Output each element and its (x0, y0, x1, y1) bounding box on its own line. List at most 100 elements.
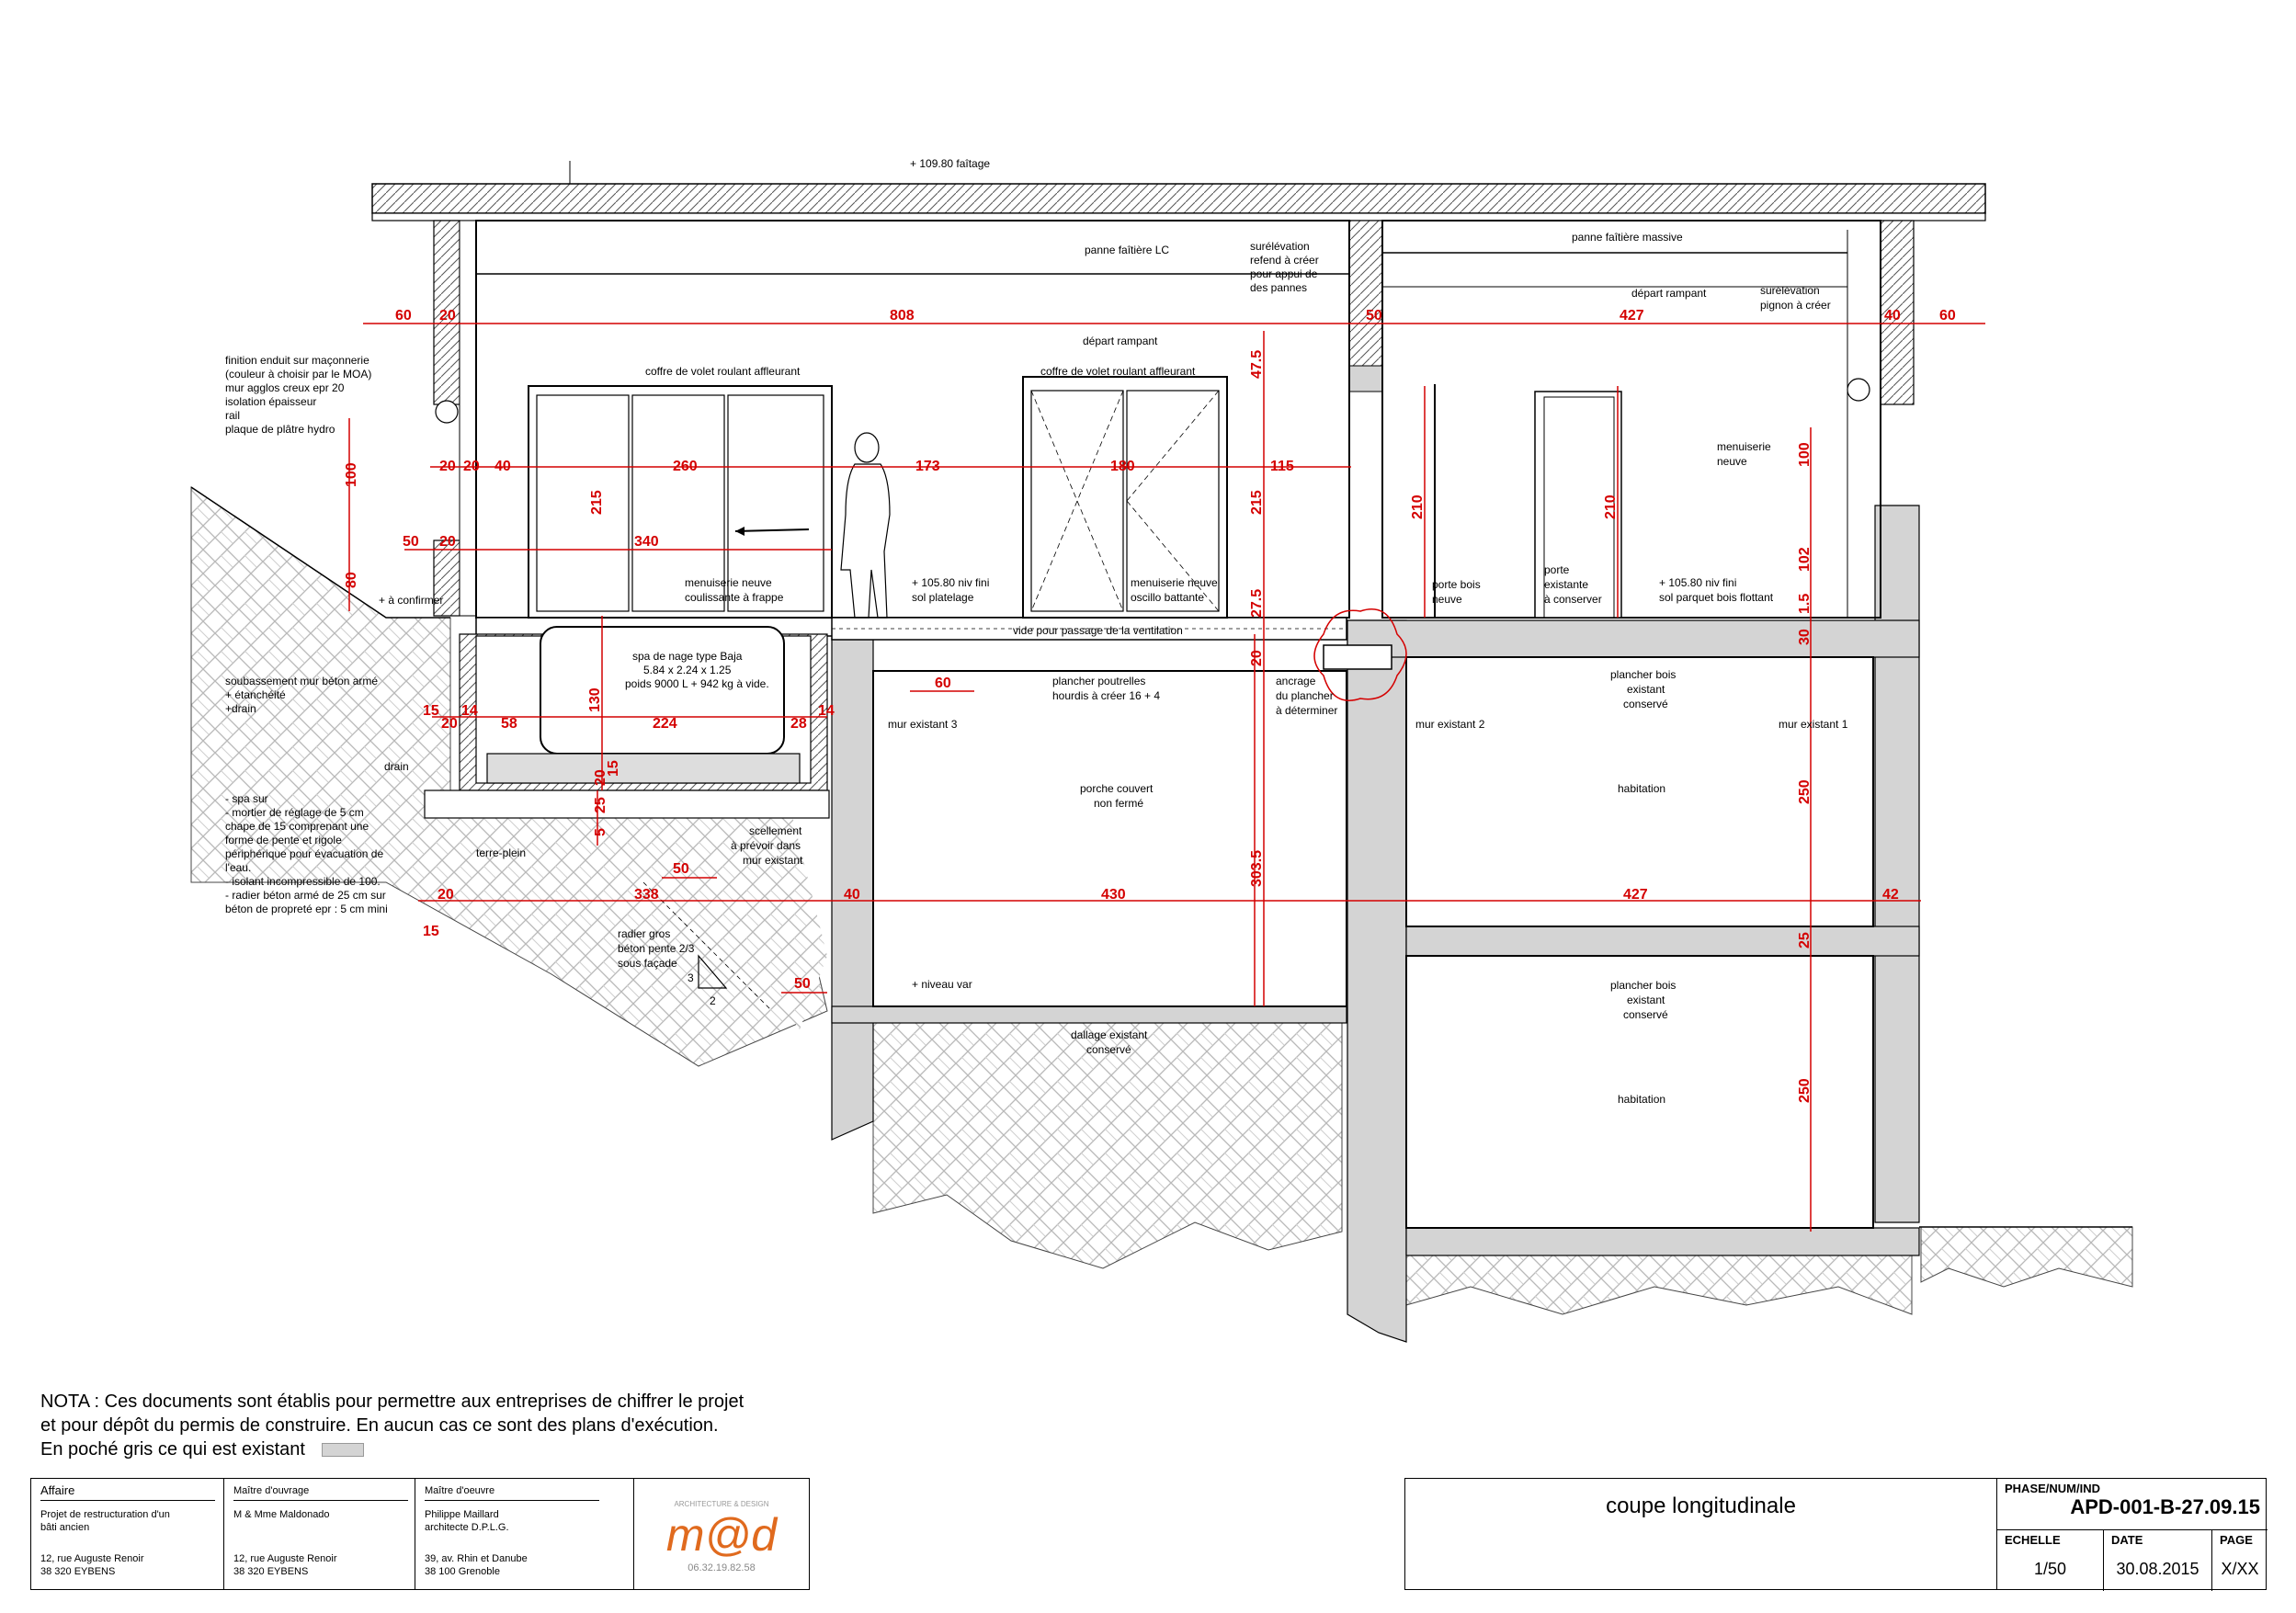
elev-confirmer: + à confirmer (379, 594, 443, 607)
dim-20-bottom: 20 (438, 887, 454, 903)
tb-oeuvre-1: Philippe Maillard (425, 1509, 499, 1520)
dim-15-v: 15 (606, 760, 621, 777)
door-existing (1534, 391, 1622, 619)
dim-210-b: 210 (1603, 494, 1619, 519)
tb-affaire-1: Projet de restructuration d'un (40, 1509, 170, 1520)
dim-215-window: 215 (589, 490, 605, 515)
dim-25-floor: 25 (1797, 932, 1813, 948)
elev-niveau-var: + niveau var (912, 978, 972, 991)
sliding-window (528, 385, 833, 619)
label-spa-sur-3: chape de 15 comprenant une (225, 820, 369, 833)
ground-under-spa (588, 809, 827, 1029)
label-plancher-bois-1c: conservé (1623, 698, 1668, 710)
label-menuiserie-coul-2: coulissante à frappe (685, 591, 784, 604)
existing-floor-3 (1405, 1227, 1920, 1256)
label-ratio-2: 2 (710, 994, 716, 1007)
tb-ouvrage-heading: Maître d'ouvrage (233, 1484, 408, 1501)
dim-20-b: 20 (463, 459, 480, 474)
label-finition-6: plaque de plâtre hydro (225, 423, 335, 436)
label-radier-1: radier gros (618, 927, 670, 940)
dim-50-foot: 50 (794, 976, 811, 992)
tb-ouvrage-1: M & Mme Maldonado (233, 1509, 330, 1520)
tb-date-value: 30.08.2015 (2116, 1560, 2199, 1578)
dim-20-top: 20 (439, 308, 456, 324)
upper-room-right (1381, 220, 1881, 619)
label-drain: drain (384, 760, 409, 773)
tb-phase-heading: PHASE/NUM/IND (2005, 1482, 2101, 1495)
label-coffre-right: coffre de volet roulant affleurant (1040, 365, 1196, 378)
dim-15-bottom: 15 (423, 924, 439, 939)
label-finition-5: rail (225, 409, 240, 422)
nota-line-1: NOTA : Ces documents sont établis pour p… (40, 1391, 744, 1412)
tb-oeuvre-heading: Maître d'oeuvre (425, 1484, 599, 1501)
tb-phase-value: APD-001-B-27.09.15 (2070, 1495, 2260, 1518)
elev-niv-fini-left: + 105.80 niv fini (912, 576, 989, 589)
label-panne-lc: panne faîtière LC (1085, 244, 1169, 256)
titleblock-left: Affaire Projet de restructuration d'un b… (30, 1478, 810, 1590)
label-panne-massive: panne faîtière massive (1572, 231, 1683, 244)
wall-left-lower (433, 540, 460, 617)
label-scellement-3: mur existant (743, 854, 803, 867)
dim-340: 340 (634, 534, 659, 550)
label-scellement-1: scellement (749, 824, 802, 837)
label-spa-sur-9: béton de propreté epr : 5 cm mini (225, 903, 388, 915)
label-surelevation-1: surélévation (1250, 240, 1310, 253)
label-ancrage-1: ancrage (1276, 675, 1316, 687)
dim-260: 260 (673, 459, 698, 474)
label-finition-2: (couleur à choisir par le MOA) (225, 368, 371, 381)
tb-echelle-heading: ECHELLE (2005, 1533, 2061, 1547)
habitation-room-2 (1405, 955, 1874, 1229)
dim-210-a: 210 (1410, 494, 1426, 519)
mad-logo-icon: ARCHITECTURE & DESIGN m@d 06.32.19.82.58 (666, 1500, 779, 1573)
dim-50-top: 50 (1366, 308, 1382, 324)
label-porte-bois-1: porte bois (1432, 578, 1481, 591)
tb-ouvrage-3: 12, rue Auguste Renoir (233, 1553, 337, 1564)
label-porte-exist-1: porte (1544, 563, 1570, 576)
dim-427-bottom: 427 (1623, 887, 1648, 903)
wall-right-upper (1880, 220, 1915, 405)
label-spa-sur-2: - mortier de réglage de 5 cm (225, 806, 364, 819)
dim-100-left: 100 (344, 462, 359, 487)
dim-40-top: 40 (1884, 308, 1901, 324)
dim-250-a: 250 (1797, 779, 1813, 804)
tb-phase: PHASE/NUM/IND APD-001-B-27.09.15 (1997, 1479, 2268, 1530)
roof-slab (371, 183, 1986, 214)
existing-floor-2 (1405, 926, 1920, 957)
label-spa-1: spa de nage type Baja (632, 650, 743, 663)
label-plancher-bois-2c: conservé (1623, 1008, 1668, 1021)
label-porte-exist-2: existante (1544, 578, 1588, 591)
tb-page: PAGE X/XX (2212, 1530, 2268, 1591)
tb-affaire-3: 12, rue Auguste Renoir (40, 1553, 144, 1564)
ground-under-porch (872, 1019, 1343, 1269)
dim-1-5: 1.5 (1797, 594, 1813, 614)
tb-oeuvre-2: architecte D.P.L.G. (425, 1522, 509, 1533)
label-spa-3: poids 9000 L + 942 kg à vide. (625, 677, 769, 690)
ground-right-low (1405, 1254, 1913, 1315)
dim-338: 338 (634, 887, 659, 903)
drawing-labels: + 109.80 faîtage panne faîtière LC panne… (225, 157, 1848, 1106)
label-scellement-2: à prévoir dans (731, 839, 801, 852)
revision-cloud (1313, 608, 1407, 701)
logo-text: m@d (666, 1509, 779, 1561)
label-pignon-1: surélévation (1760, 284, 1820, 297)
label-coffre-left: coffre de volet roulant affleurant (645, 365, 801, 378)
label-ancrage-3: à déterminer (1276, 704, 1337, 717)
tb-date: DATE 30.08.2015 (2104, 1530, 2212, 1591)
tb-affaire: Affaire Projet de restructuration d'un b… (31, 1479, 224, 1589)
label-plancher-bois-2a: plancher bois (1610, 979, 1676, 992)
dim-173: 173 (915, 459, 940, 474)
label-spa-sur-8: - radier béton armé de 25 cm sur (225, 889, 386, 902)
human-figure-icon (840, 432, 891, 619)
tb-echelle: ECHELLE 1/50 (1997, 1530, 2104, 1591)
logo-top-text: ARCHITECTURE & DESIGN (674, 1500, 768, 1508)
dim-50-radier: 50 (673, 861, 689, 877)
nota-line-3-text: En poché gris ce qui est existant (40, 1439, 305, 1460)
label-plancher-bois-1a: plancher bois (1610, 668, 1676, 681)
label-soubassement-1: soubassement mur béton armé (225, 675, 378, 687)
spa-tub (540, 626, 785, 755)
label-depart-rampant-right: départ rampant (1631, 287, 1707, 300)
titleblock-right: coupe longitudinale PHASE/NUM/IND APD-00… (1404, 1478, 2268, 1591)
wall-left-insul (459, 220, 477, 617)
existing-floor-1 (1347, 619, 1920, 658)
